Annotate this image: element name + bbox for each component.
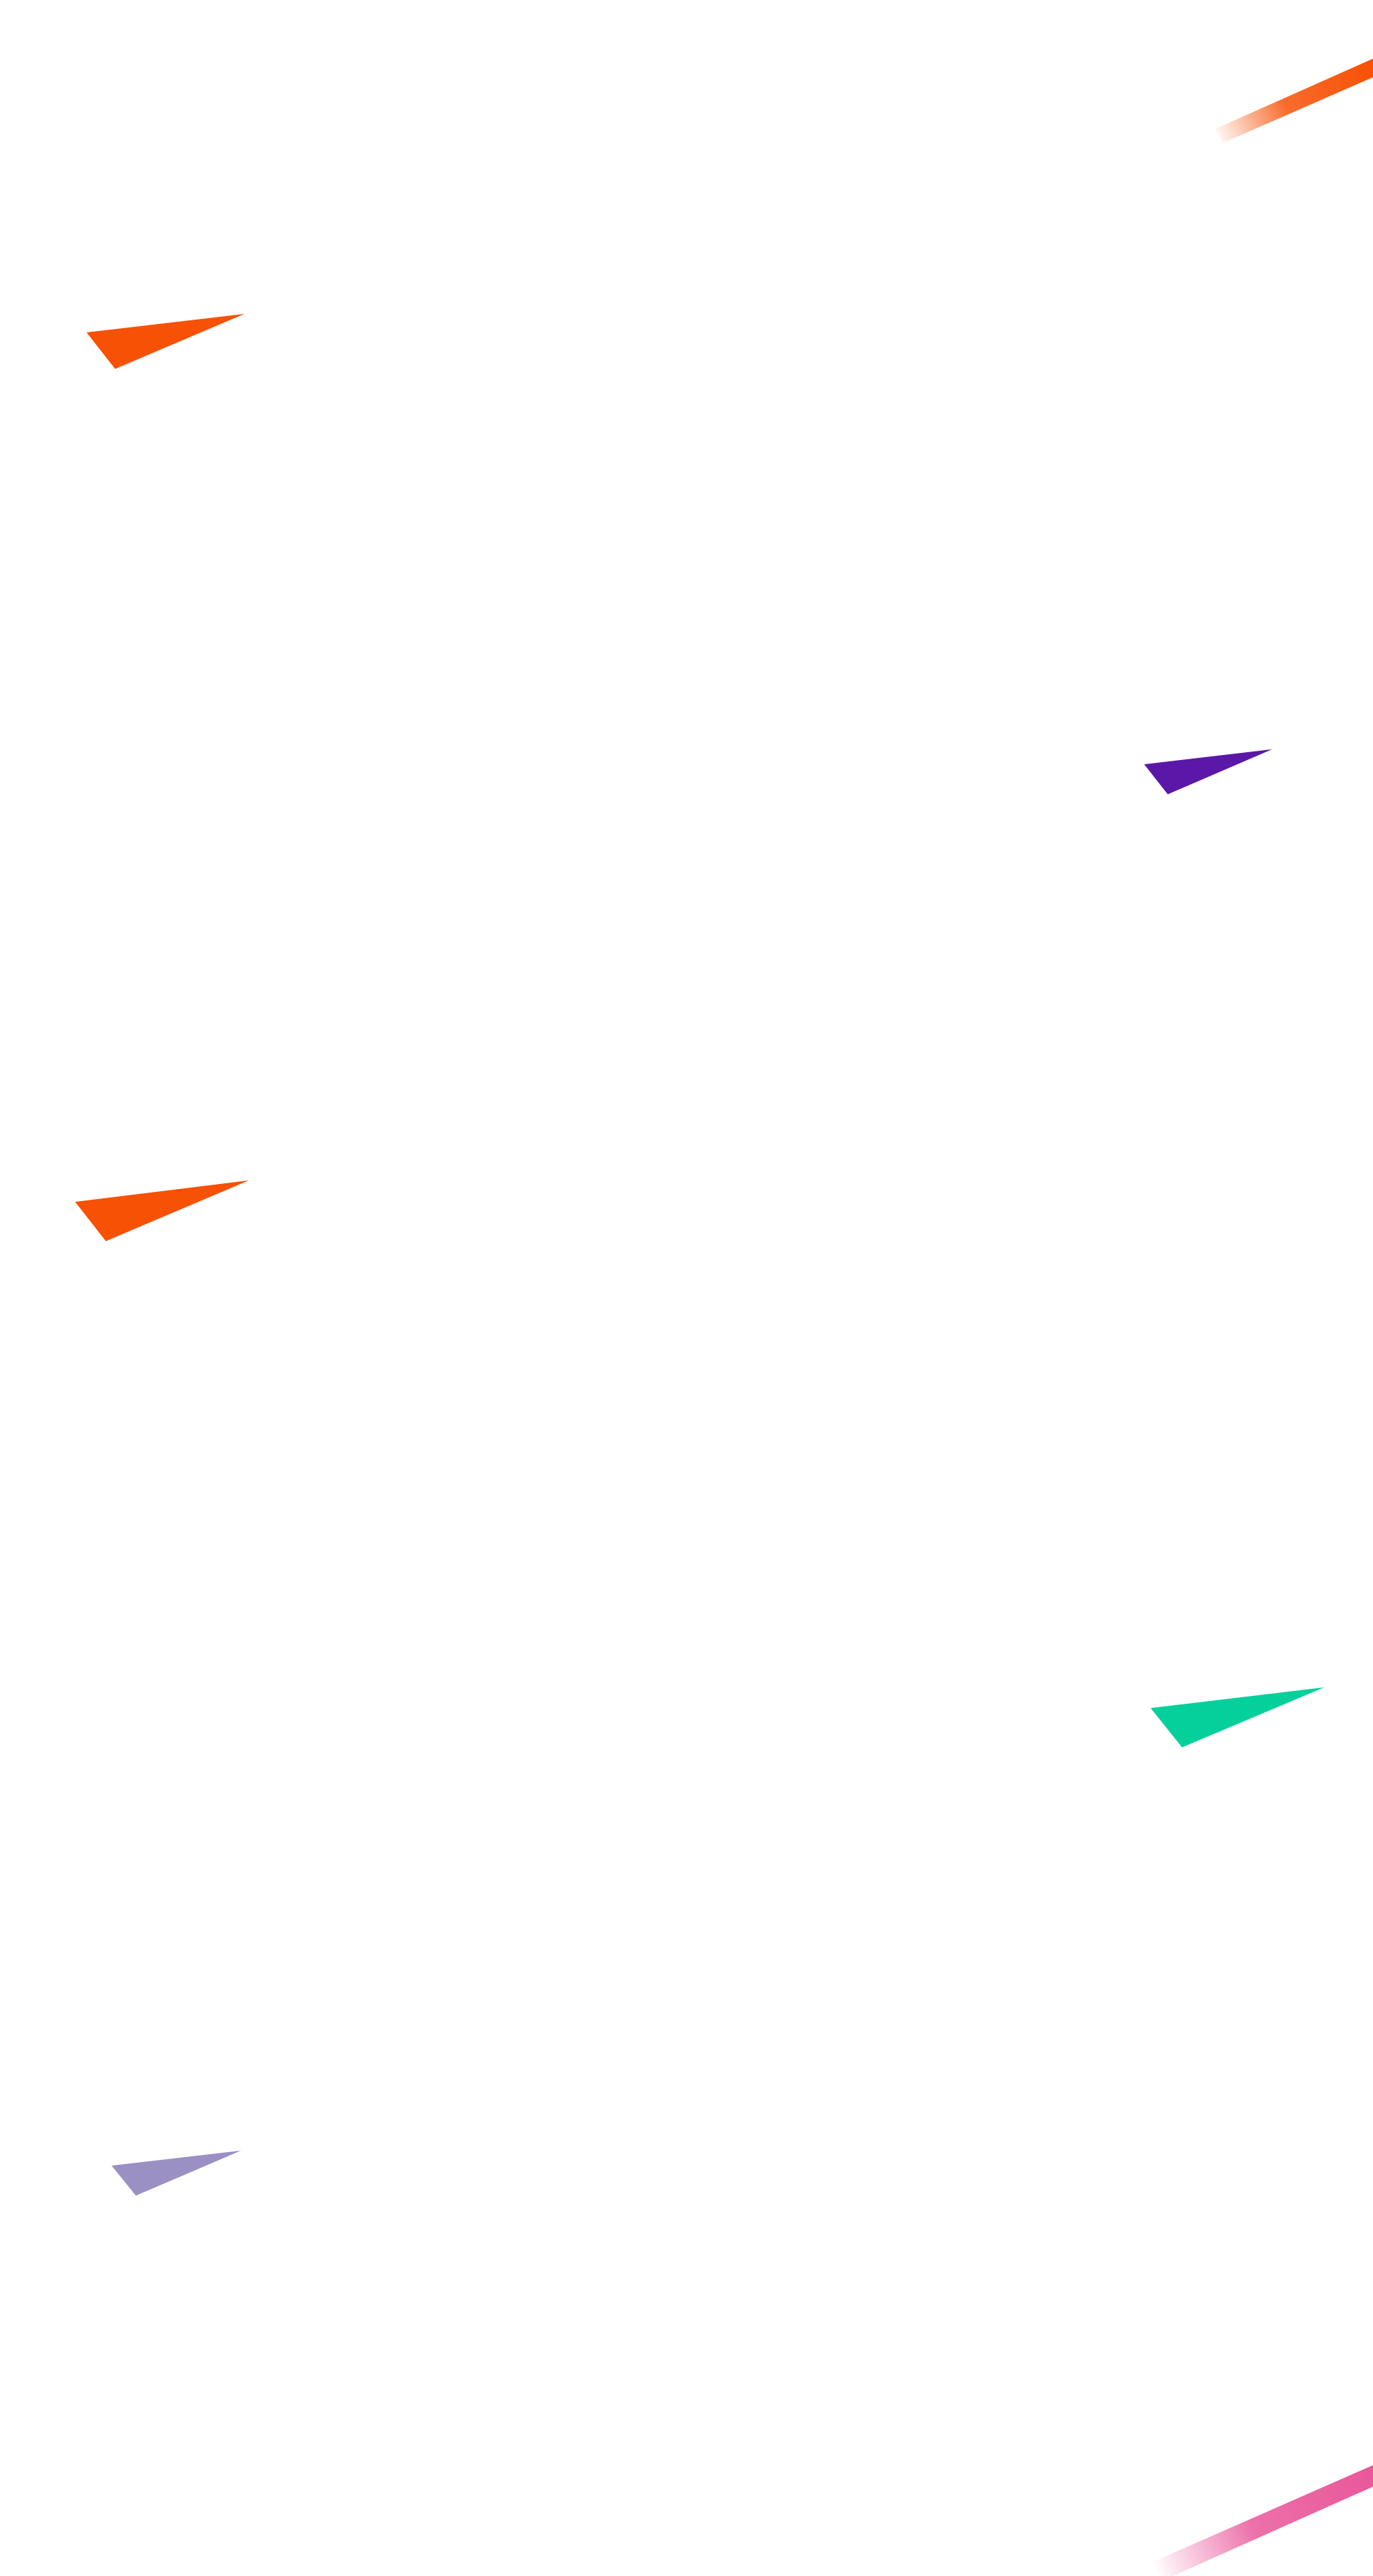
pink-gradient-streak — [1155, 2465, 1373, 2576]
orange-triangle-shape — [75, 1180, 249, 1241]
green-triangle-shape — [1151, 1687, 1324, 1747]
orange-gradient-streak — [1216, 59, 1373, 143]
lavender-triangle-shape — [112, 2151, 241, 2196]
orange-triangle-shape — [87, 314, 245, 369]
purple-triangle-shape — [1144, 749, 1272, 794]
